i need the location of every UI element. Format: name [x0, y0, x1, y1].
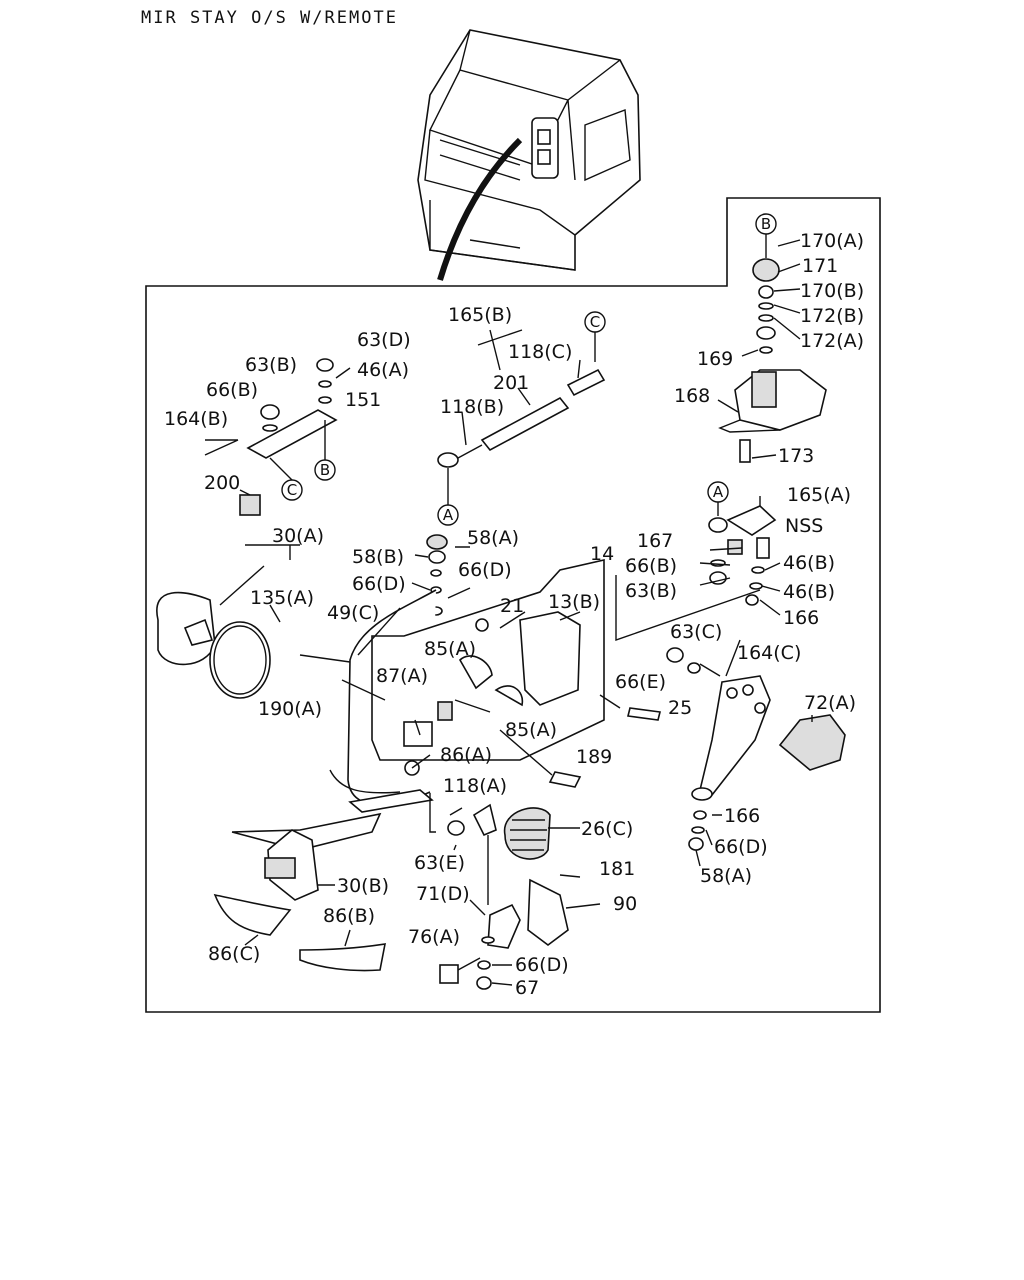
callout-118b: 118(B) — [440, 396, 504, 418]
callout-172a: 172(A) — [800, 330, 864, 352]
callout-58b: 58(B) — [352, 546, 404, 568]
callout-190a: 190(A) — [258, 698, 322, 720]
callout-151: 151 — [345, 389, 381, 411]
callout-86b: 86(B) — [323, 905, 375, 927]
detail-frame — [145, 197, 881, 1013]
ref-c-rod: C — [590, 313, 600, 331]
ref-a-rod: A — [443, 506, 454, 524]
callout-135a: 135(A) — [250, 587, 314, 609]
callout-169: 169 — [697, 348, 733, 370]
callout-46b-1: 46(B) — [783, 552, 835, 574]
round-mirror-group — [156, 544, 300, 699]
callout-63e: 63(E) — [414, 852, 465, 874]
callout-166-bottom: 166 — [724, 805, 760, 827]
callout-30b: 30(B) — [337, 875, 389, 897]
callout-58a-right: 58(A) — [700, 865, 752, 887]
diagram-title: MIR STAY O/S W/REMOTE — [141, 8, 398, 28]
callout-167: 167 — [637, 530, 673, 552]
callout-86c: 86(C) — [208, 943, 260, 965]
callout-86a: 86(A) — [440, 744, 492, 766]
callout-181: 181 — [599, 858, 635, 880]
callout-201: 201 — [493, 372, 529, 394]
callout-90: 90 — [613, 893, 637, 915]
callout-66b-left: 66(B) — [206, 379, 258, 401]
callout-71d: 71(D) — [416, 883, 470, 905]
rod-group — [437, 311, 606, 526]
callout-165b: 165(B) — [448, 304, 512, 326]
callout-26c: 26(C) — [581, 818, 633, 840]
base-bracket-group — [615, 481, 846, 867]
ref-b-upper: B — [761, 215, 771, 233]
small-bracket-group — [204, 358, 351, 516]
callout-63d: 63(D) — [357, 329, 411, 351]
callout-118a: 118(A) — [443, 775, 507, 797]
callout-66d-center-2: 66(D) — [458, 559, 512, 581]
callout-76a: 76(A) — [408, 926, 460, 948]
callout-171: 171 — [802, 255, 838, 277]
callout-72a: 72(A) — [804, 692, 856, 714]
callout-85a-1: 85(A) — [424, 638, 476, 660]
callout-63b-right: 63(B) — [625, 580, 677, 602]
callout-21: 21 — [500, 595, 524, 617]
callout-165a: 165(A) — [787, 484, 851, 506]
truck-cab-illustration — [417, 29, 641, 281]
callout-87a: 87(A) — [376, 665, 428, 687]
remote-motor-group — [717, 213, 827, 463]
callout-66d-bottom: 66(D) — [515, 954, 569, 976]
callout-14: 14 — [590, 543, 614, 565]
callout-13b: 13(B) — [548, 591, 600, 613]
callout-63c: 63(C) — [670, 621, 722, 643]
callout-49c: 49(C) — [327, 602, 379, 624]
callout-25: 25 — [668, 697, 692, 719]
callout-67: 67 — [515, 977, 539, 999]
callout-118c: 118(C) — [508, 341, 572, 363]
callout-46a: 46(A) — [357, 359, 409, 381]
rect-mirror-group — [213, 812, 387, 972]
mirror-stay-group — [299, 534, 661, 833]
callout-46b-2: 46(B) — [783, 581, 835, 603]
callout-164b: 164(B) — [164, 408, 228, 430]
callout-172b: 172(B) — [800, 305, 864, 327]
callout-nss: NSS — [785, 515, 823, 537]
callout-66e: 66(E) — [615, 671, 666, 693]
callout-30a: 30(A) — [272, 525, 324, 547]
callout-200: 200 — [204, 472, 240, 494]
callout-173: 173 — [778, 445, 814, 467]
callout-164c: 164(C) — [737, 642, 801, 664]
ref-b-left: B — [320, 461, 330, 479]
callout-63b-left: 63(B) — [245, 354, 297, 376]
callout-170a: 170(A) — [800, 230, 864, 252]
callout-170b: 170(B) — [800, 280, 864, 302]
callout-66d-center: 66(D) — [352, 573, 406, 595]
callout-85a-2: 85(A) — [505, 719, 557, 741]
ref-c-left: C — [287, 481, 297, 499]
lower-bracket-group — [439, 803, 601, 990]
callout-189: 189 — [576, 746, 612, 768]
callout-58a-center: 58(A) — [467, 527, 519, 549]
callout-66b-right: 66(B) — [625, 555, 677, 577]
ref-a-right: A — [713, 483, 724, 501]
callout-166-right: 166 — [783, 607, 819, 629]
callout-168: 168 — [674, 385, 710, 407]
callout-66d-right: 66(D) — [714, 836, 768, 858]
